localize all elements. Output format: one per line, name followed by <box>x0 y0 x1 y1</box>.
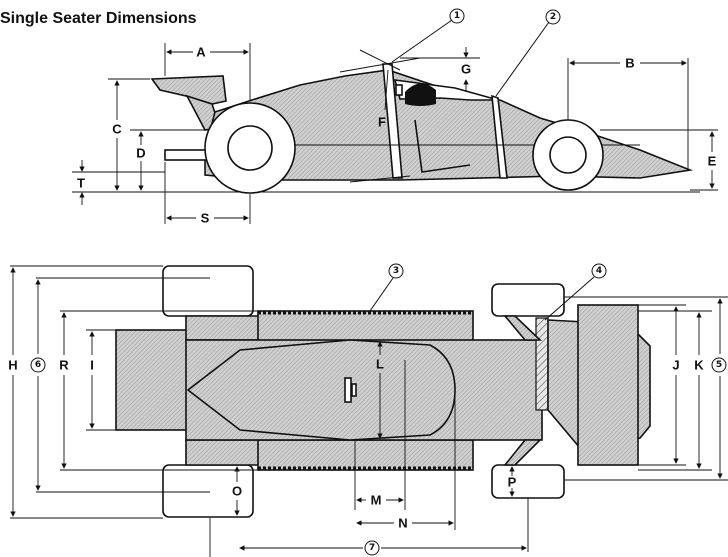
label-t: T <box>77 176 85 191</box>
side-pod-left <box>257 310 474 342</box>
dim-line-f <box>384 69 389 111</box>
callout-1-marker <box>449 8 465 24</box>
rear-suspension-right <box>185 439 261 466</box>
sight-line <box>359 49 401 71</box>
label-p: P <box>508 475 517 490</box>
callout-5-marker <box>711 357 727 373</box>
label-d: D <box>136 146 145 161</box>
callout-6-marker <box>30 357 46 373</box>
label-k: K <box>694 358 704 373</box>
label-a: A <box>196 45 206 60</box>
callout-4-marker <box>591 263 607 279</box>
mirror-icon <box>395 84 403 96</box>
callout-5-label: 5 <box>716 360 722 370</box>
rear-exhaust <box>164 149 208 161</box>
rear-wheel <box>204 102 296 194</box>
front-right-tyre <box>491 464 565 499</box>
mirror-top-icon <box>351 383 357 397</box>
callout-4-leader <box>544 276 595 321</box>
label-j: J <box>672 358 679 373</box>
driver-helmet-icon <box>405 83 436 106</box>
front-bulkhead <box>535 317 549 411</box>
label-i: I <box>90 358 94 373</box>
side-view: A B C D T S E F <box>72 8 718 226</box>
callout-3-marker <box>388 263 404 279</box>
diagram-title: Single Seater Dimensions <box>0 10 197 27</box>
callout-1-leader <box>391 19 453 63</box>
label-n: N <box>398 516 407 531</box>
callout-6-label: 6 <box>35 360 41 370</box>
callout-7-marker <box>364 540 380 556</box>
label-o: O <box>232 484 242 499</box>
front-suspension-left <box>503 315 542 341</box>
rear-suspension-left <box>185 315 261 341</box>
label-b: B <box>625 56 634 71</box>
label-r: R <box>59 358 69 373</box>
rear-left-tyre <box>162 265 254 317</box>
front-left-tyre <box>491 283 565 317</box>
sight-line <box>339 57 421 73</box>
label-h: H <box>8 358 17 373</box>
callout-2-leader <box>495 21 550 97</box>
mirror-top-icon <box>344 377 352 403</box>
callout-1-label: 1 <box>454 11 460 21</box>
front-wing-top <box>577 304 639 466</box>
front-suspension-right <box>503 439 542 466</box>
label-e: E <box>708 154 717 169</box>
callout-3-label: 3 <box>393 266 399 276</box>
callout-7-label: 7 <box>369 543 375 553</box>
label-f: F <box>378 115 386 130</box>
rear-wing-top <box>115 329 189 431</box>
label-g: G <box>461 62 471 77</box>
label-m: M <box>371 493 382 508</box>
rear-wheel-hub <box>227 125 273 171</box>
front-wheel <box>532 119 604 191</box>
front-wheel-hub <box>549 136 587 174</box>
label-c: C <box>112 122 122 137</box>
label-l: L <box>376 357 384 372</box>
seat-frame <box>414 119 471 173</box>
callout-3-leader <box>369 277 394 312</box>
callout-4-label: 4 <box>596 266 602 276</box>
callout-2-marker <box>545 9 561 25</box>
side-pod-right <box>257 439 474 471</box>
sight-line <box>349 175 411 183</box>
callout-2-label: 2 <box>550 12 556 22</box>
label-s: S <box>201 211 210 226</box>
front-roll-hoop <box>491 94 508 179</box>
top-view: H 6 R I L J K <box>8 263 728 557</box>
